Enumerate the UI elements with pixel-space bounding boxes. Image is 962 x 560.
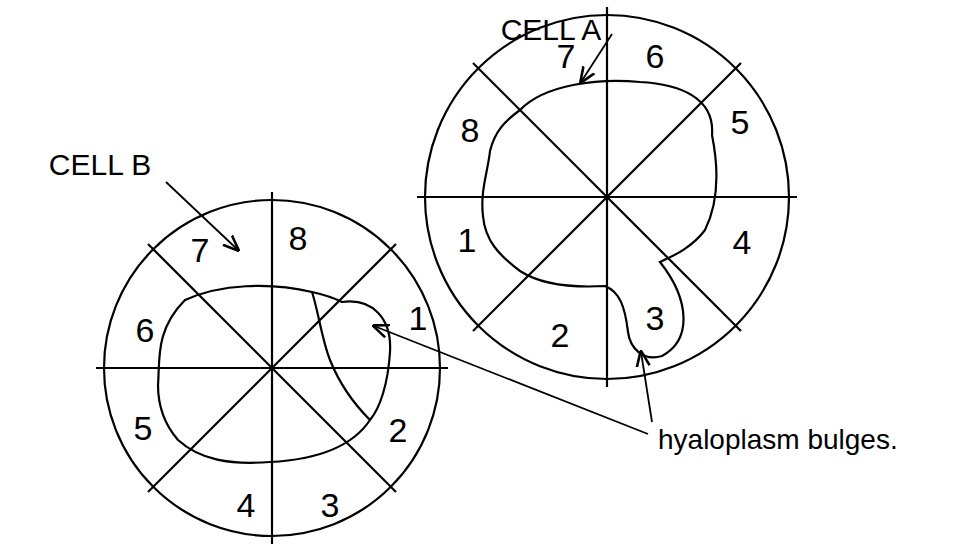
sector-number: 7 [557,39,576,73]
cell-label: CELL B [49,150,151,180]
sector-number: 8 [289,221,308,255]
sector-number: 4 [237,488,256,522]
sector-number: 3 [321,488,340,522]
sector-number: 5 [731,105,750,139]
leader-line [374,326,648,434]
callout-label: hyaloplasm bulges. [658,426,898,454]
sector-number: 6 [136,313,155,347]
cell-outline [312,292,370,420]
sector-number: 3 [646,301,665,335]
sector-number: 7 [191,233,210,267]
sector-number: 2 [551,318,570,352]
sector-number: 2 [389,413,408,447]
sector-number: 1 [409,301,428,335]
sector-number: 6 [646,39,665,73]
sector-number: 5 [134,411,153,445]
sector-number: 4 [733,225,752,259]
cell-label: CELL A [501,15,602,45]
sector-number: 8 [461,113,480,147]
cell-outline [482,81,716,357]
cell-outline [158,286,390,463]
sector-number: 1 [458,223,477,257]
leader-line [641,352,652,422]
